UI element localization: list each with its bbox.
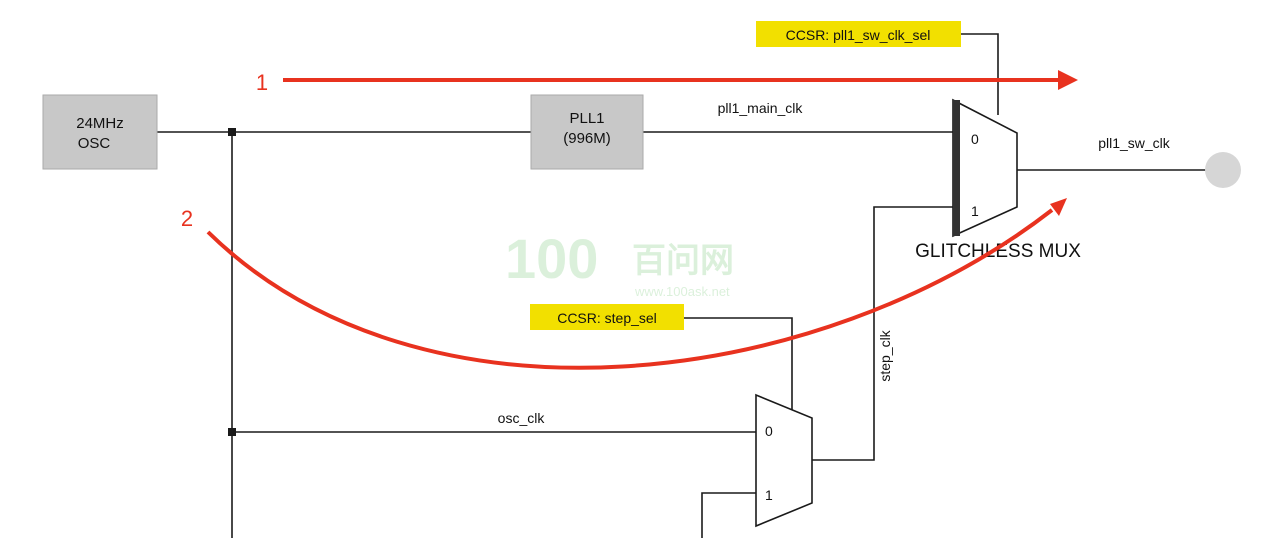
path-2-arrowhead bbox=[1050, 198, 1067, 216]
wire-step-sel bbox=[684, 317, 793, 412]
register-label-pll1-sw-clk-sel: CCSR: pll1_sw_clk_sel bbox=[786, 27, 931, 43]
register-pll1-sw-clk-sel: CCSR: pll1_sw_clk_sel bbox=[756, 21, 961, 47]
mux-main-input1-label: 1 bbox=[971, 203, 979, 219]
junction-dot bbox=[228, 128, 236, 136]
mux-step-input0-label: 0 bbox=[765, 423, 773, 439]
path-2: 2 bbox=[181, 198, 1067, 370]
output-node bbox=[1205, 152, 1241, 188]
signal-label-pll1-main-clk: pll1_main_clk bbox=[718, 100, 804, 116]
osc-label-line1: 24MHz bbox=[76, 115, 124, 132]
pll1-label-line1: PLL1 bbox=[569, 110, 604, 127]
pll1-block: PLL1 (996M) bbox=[530, 94, 644, 170]
mux-main-input0-label: 0 bbox=[971, 131, 979, 147]
wire-pll1-sw-clk-sel bbox=[961, 33, 999, 115]
mux-main-title: GLITCHLESS MUX bbox=[915, 241, 1081, 262]
register-label-step-sel: CCSR: step_sel bbox=[557, 310, 657, 326]
watermark-brand: 百问网 bbox=[632, 241, 734, 281]
watermark-url: www.100ask.net bbox=[634, 284, 730, 299]
signal-label-osc-clk: osc_clk bbox=[498, 410, 546, 426]
path-2-arrow bbox=[206, 208, 1054, 370]
osc-label-line2: OSC bbox=[78, 135, 111, 152]
path-1-arrowhead bbox=[1058, 70, 1078, 90]
signal-label-pll1-sw-clk: pll1_sw_clk bbox=[1098, 135, 1171, 151]
wire-step-clk bbox=[812, 206, 953, 461]
wire-step-mux-in1 bbox=[701, 492, 756, 538]
pll1-label-line2: (996M) bbox=[563, 130, 611, 147]
mux-step-input1-label: 1 bbox=[765, 487, 773, 503]
osc-block: 24MHz OSC bbox=[42, 94, 158, 170]
junction-dot bbox=[228, 428, 236, 436]
mux-bar bbox=[953, 100, 960, 236]
glitchless-mux: 0 1 GLITCHLESS MUX bbox=[915, 98, 1081, 262]
watermark-logo: 100 bbox=[505, 227, 598, 290]
path-1: 1 bbox=[256, 70, 1078, 95]
register-step-sel: CCSR: step_sel bbox=[530, 304, 684, 330]
signal-label-step-clk: step_clk bbox=[877, 329, 893, 381]
wires bbox=[157, 33, 1208, 538]
watermark: 100 百问网 www.100ask.net bbox=[505, 227, 734, 299]
path-1-number: 1 bbox=[256, 70, 268, 95]
path-2-number: 2 bbox=[181, 206, 193, 231]
step-mux: 0 1 bbox=[755, 393, 813, 528]
